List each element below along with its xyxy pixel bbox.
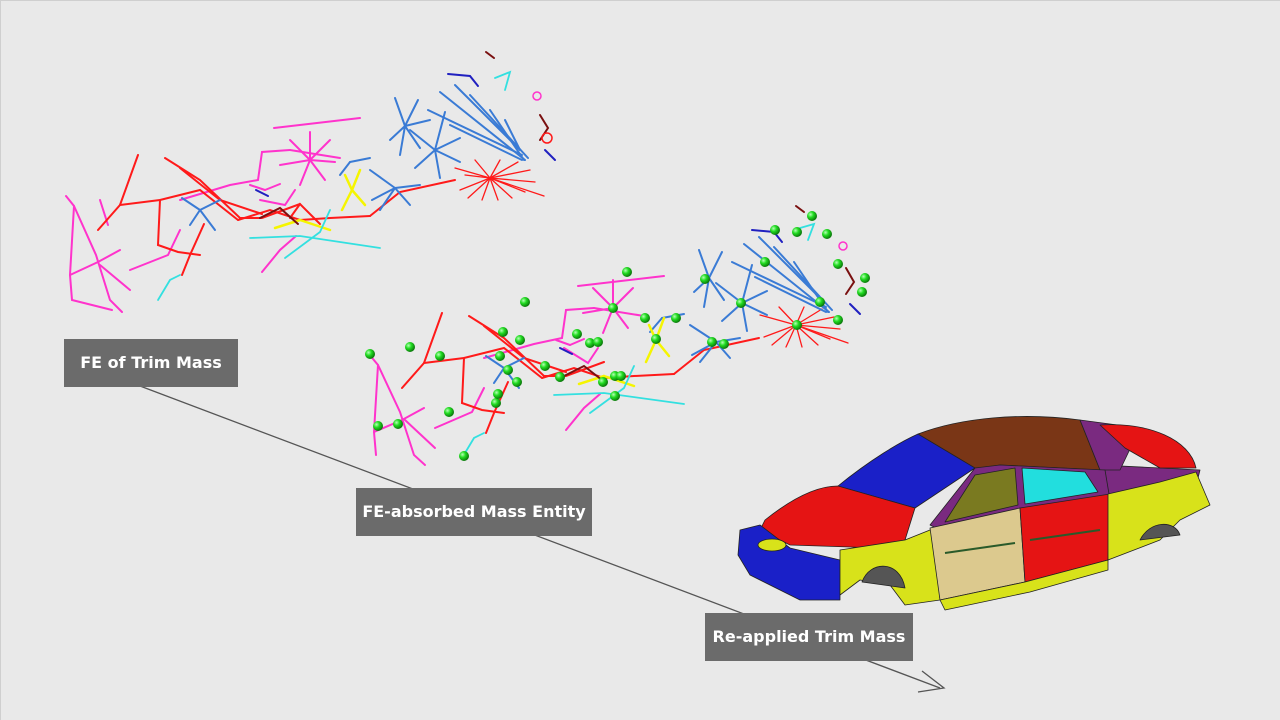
- arrow-right-icon: [917, 670, 946, 693]
- trim-mass-mesh: [65, 51, 556, 313]
- label-fe-of-trim-mass: FE of Trim Mass: [64, 339, 238, 387]
- car-body-model: [737, 416, 1211, 611]
- frame-border-left: [0, 0, 1, 720]
- label-re-applied-trim-mass: Re-applied Trim Mass: [705, 613, 913, 661]
- absorbed-mass-mesh: [365, 205, 870, 466]
- green-sphere-icon: [365, 211, 870, 461]
- frame-border-top: [0, 0, 1280, 1]
- label-fe-absorbed-mass-entity: FE-absorbed Mass Entity: [356, 488, 592, 536]
